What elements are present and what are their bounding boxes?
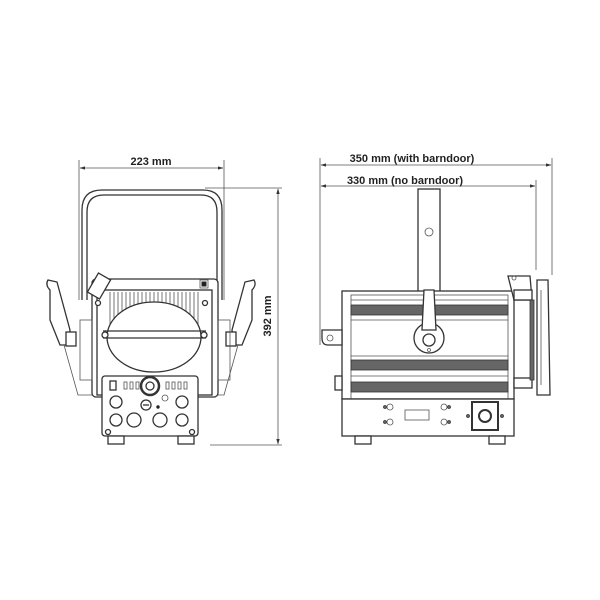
front-height-label: 392 mm [262,295,274,336]
width-with-barndoor-label: 350 mm (with barndoor) [350,153,475,165]
side-view: 350 mm (with barndoor) 330 mm (no barndo… [319,153,553,445]
front-width-label: 223 mm [131,156,172,168]
lcd-display [404,409,430,421]
front-view: 223 mm 392 mm [46,156,282,446]
side-width-with-barndoor-dimension: 350 mm (with barndoor) [319,153,553,345]
dmx-out-connector [175,395,189,409]
barndoor-assembly [507,275,551,396]
left-handle [46,279,98,396]
fresnel-lens [106,301,202,373]
connector-panel [101,375,199,445]
side-width-no-barndoor-dimension: 330 mm (no barndoor) [320,175,537,270]
dmx-in-connector [109,395,123,409]
width-no-barndoor-label: 330 mm (no barndoor) [347,175,463,187]
side-housing [321,289,515,445]
front-height-dimension: 392 mm [205,187,282,446]
front-width-dimension: 223 mm [78,156,225,300]
front-housing [79,272,231,398]
right-handle [204,279,256,396]
yoke-bracket [81,189,223,300]
